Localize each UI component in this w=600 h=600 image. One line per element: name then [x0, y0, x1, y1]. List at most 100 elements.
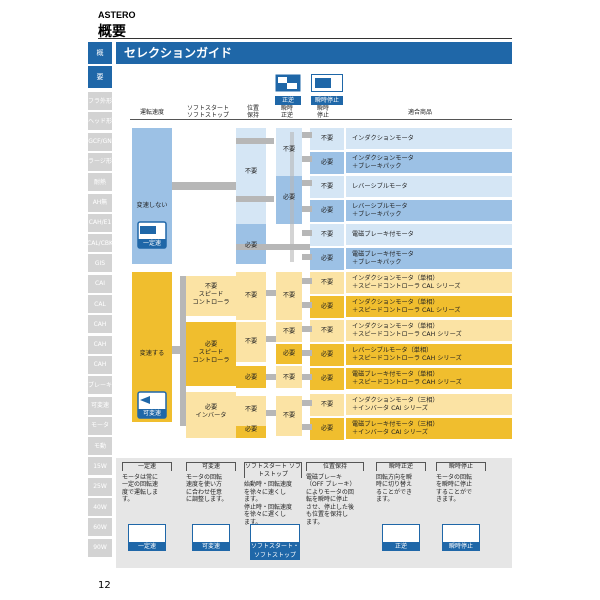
fixed-speed-label: 変速しない	[136, 202, 168, 209]
product-text: 電磁ブレーキ付モータ（三相）	[352, 420, 439, 428]
stop-cell: 必要	[320, 255, 334, 262]
v-reverse: 不要	[282, 292, 296, 299]
reverse-fuyo: 不要	[282, 146, 296, 153]
col-soft: ソフトスタートソフトストップ	[186, 105, 229, 119]
product-text: ＋スピードコントローラ CAL シリーズ	[352, 282, 461, 290]
stop-header-icon: 瞬時停止	[311, 74, 343, 105]
sidebar-tab[interactable]: 25W	[88, 477, 112, 496]
product-row: レバーシブルモータ	[346, 176, 512, 197]
sidebar-tab[interactable]: 可変速	[88, 396, 112, 415]
product-text: ＋インバータ CAI シリーズ	[352, 404, 428, 412]
sidebar-tab[interactable]: フラ外形	[88, 92, 112, 110]
sidebar-tab[interactable]: 40W	[88, 498, 112, 516]
variable-speed-label: 変速する	[139, 350, 165, 357]
sidebar-tab[interactable]: CAL/CBK	[87, 234, 113, 253]
sidebar-tab[interactable]: CAI	[88, 274, 112, 293]
page-title: セレクションガイド	[116, 42, 512, 64]
product-row: インダクションモータ（単相）＋スピードコントローラ CAH シリーズ	[346, 320, 512, 341]
product-text: ＋スピードコントローラ CAH シリーズ	[352, 354, 462, 362]
col-speed: 運転速度	[139, 109, 164, 116]
product-text: ＋ブレーキパック	[352, 210, 402, 218]
note-line: 時に切り替え	[376, 481, 413, 488]
sidebar-tab[interactable]: AH無	[88, 193, 112, 212]
note-icon-label: 一定速	[128, 542, 166, 551]
v-reverse: 不要	[282, 412, 296, 419]
note-icon-label: ソフトスタート・ソフトストップ	[250, 542, 300, 560]
product-text: インダクションモータ	[352, 134, 414, 142]
v-stop: 不要	[320, 327, 334, 334]
product-text: ＋インバータ CAI シリーズ	[352, 428, 428, 436]
sidebar-tab[interactable]: CAH/E1	[88, 213, 112, 232]
note-line: 度で運転しま	[122, 488, 159, 496]
v-stop: 不要	[320, 279, 334, 286]
product-text: 電磁ブレーキ付モータ	[352, 250, 414, 258]
v-reverse: 不要	[282, 328, 296, 335]
reverse-hitsuyo: 必要	[282, 194, 296, 201]
sidebar-tab[interactable]: GCF/GN	[88, 132, 112, 151]
section-heading: 概要	[98, 24, 126, 40]
note-icon-label: 可変速	[192, 542, 230, 551]
sidebar-tab[interactable]: 90W	[88, 538, 112, 557]
note-line: も位置を保持し	[306, 511, 349, 518]
note-line: モータの回転	[186, 473, 223, 481]
v-stop: 必要	[320, 303, 334, 310]
product-text: レバーシブルモータ（単相）	[352, 346, 433, 354]
note-line: 始動時・回転速度	[244, 481, 293, 488]
product-text: ＋スピードコントローラ CAH シリーズ	[352, 378, 462, 386]
sidebar-tab[interactable]: CAH	[88, 355, 112, 374]
note-line: することがで	[436, 488, 473, 496]
note-0: 一定速モータは常に一定の回転速度で運転します。	[122, 462, 172, 504]
hold-fuyo: 不要	[244, 168, 258, 175]
sidebar-tab[interactable]: ヘッド形	[88, 112, 112, 131]
hold-hitsuyo: 必要	[244, 242, 258, 249]
soft-hitsuyo-inverter: 必要インバータ	[195, 404, 227, 419]
product-row: インダクションモータ（単相）＋スピードコントローラ CAL シリーズ	[346, 296, 512, 317]
sidebar-tab[interactable]: GIS	[88, 254, 112, 273]
stop-cell: 不要	[320, 135, 334, 142]
note-head: 位置保持	[306, 462, 364, 471]
note-line: す。	[122, 496, 134, 503]
sidebar-tab[interactable]: モータ	[88, 416, 112, 435]
note-2: ソフトスタート ソフトストップ始動時・回転速度を徐々に速くします。停止時・回転速…	[244, 462, 302, 526]
note-line: 電磁ブレーキ	[306, 473, 343, 481]
sidebar-tab[interactable]: ラージ形	[88, 152, 112, 171]
product-text: ＋スピードコントローラ CAL シリーズ	[352, 306, 461, 314]
sidebar-tab[interactable]: 60W	[88, 518, 112, 537]
sidebar-tab[interactable]: 概	[88, 42, 112, 64]
note-line: きます。	[436, 496, 460, 503]
stop-cell: 必要	[320, 159, 334, 166]
product-row: レバーシブルモータ＋ブレーキパック	[346, 200, 512, 221]
soft-hitsuyo-speedctrl: 必要スピードコントローラ	[192, 341, 230, 364]
note-3: 位置保持電磁ブレーキ（OFF ブレーキ）によりモータの回転を瞬時に停止させ、停止…	[306, 462, 364, 526]
product-row: 電磁ブレーキ付モータ	[346, 224, 512, 245]
sidebar-tab[interactable]: 15W	[88, 457, 112, 476]
product-row: 電磁ブレーキ付モータ＋ブレーキパック	[346, 248, 512, 269]
note-line: ます。	[376, 496, 394, 503]
note-line: モータの回転	[436, 473, 473, 481]
note-icon: 瞬時停止	[442, 524, 480, 551]
stop-cell: 不要	[320, 231, 334, 238]
note-line: 停止時・回転速度	[244, 503, 293, 511]
col-stop: 瞬時停止	[316, 105, 329, 119]
sidebar-tab[interactable]: CAL	[88, 295, 112, 313]
v-stop: 不要	[320, 401, 334, 408]
sidebar-tab[interactable]: CAH	[88, 335, 112, 354]
sidebar-tab[interactable]: ブレーキ	[88, 376, 112, 395]
product-row: レバーシブルモータ（単相）＋スピードコントローラ CAH シリーズ	[346, 344, 512, 365]
product-row: インダクションモータ	[346, 128, 512, 149]
v-reverse: 必要	[282, 350, 296, 357]
v-hold: 不要	[244, 406, 258, 413]
stop-cell: 必要	[320, 207, 334, 214]
sidebar-tab[interactable]: CAH	[88, 315, 112, 334]
header-rule	[98, 38, 512, 39]
fixed-speed-badge: 一定速	[138, 239, 166, 248]
sidebar-tab[interactable]: 耐熱	[88, 173, 112, 192]
v-stop: 必要	[320, 351, 334, 358]
v-hold: 必要	[244, 374, 258, 381]
sidebar-tab[interactable]: モ動	[88, 437, 112, 456]
note-line: 一定の回転速	[122, 481, 159, 488]
v-stop: 必要	[320, 375, 334, 382]
col-product: 適合商品	[407, 109, 432, 116]
sidebar-tab[interactable]: 要	[88, 66, 112, 88]
